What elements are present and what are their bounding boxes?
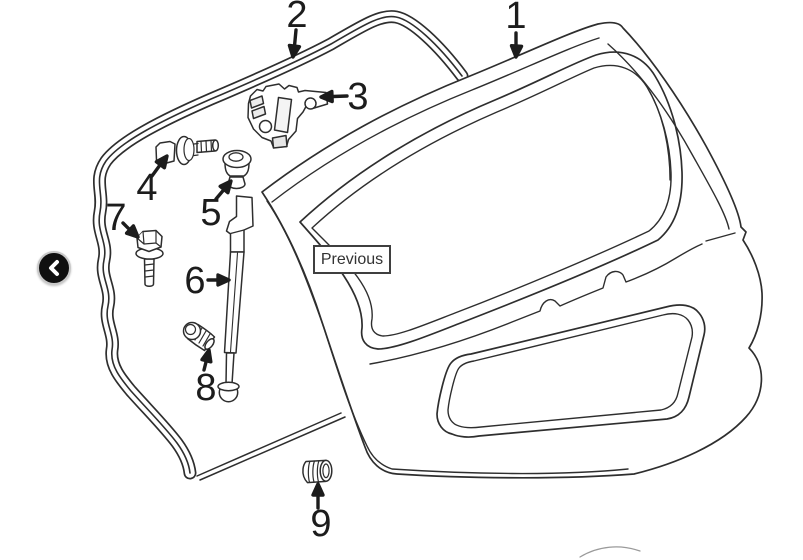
liftgate-panel-drawing (261, 21, 763, 558)
callout-arrows (121, 28, 524, 510)
callout-arrow-6 (206, 273, 231, 287)
callout-label-2: 2 (286, 0, 308, 36)
callout-arrow-8 (200, 348, 213, 372)
callout-label-6: 6 (184, 260, 206, 302)
previous-button[interactable]: Previous (313, 245, 391, 274)
callout-arrow-5 (214, 179, 233, 201)
callout-label-7: 7 (105, 197, 127, 239)
callout-label-3: 3 (347, 76, 369, 118)
part-9-grommet-drawing (302, 459, 333, 484)
callout-label-4: 4 (136, 167, 158, 209)
callout-arrow-7 (121, 221, 140, 239)
callout-label-9: 9 (310, 503, 332, 545)
part-7-bolt-drawing (135, 229, 164, 287)
callout-arrow-3 (319, 89, 349, 104)
callout-label-5: 5 (200, 192, 222, 234)
callout-label-1: 1 (505, 0, 527, 37)
license-recess-drawing (436, 304, 706, 438)
callout-label-8: 8 (195, 367, 217, 409)
part-6-stay-strut-drawing (217, 195, 254, 403)
part-3-bracket-drawing (247, 83, 329, 149)
part-8-screw-drawing (182, 321, 216, 352)
window-aperture-drawing (299, 51, 683, 350)
weatherstrip-seal-drawing (92, 10, 469, 480)
chevron-left-icon (49, 260, 59, 276)
callout-arrow-9 (311, 482, 325, 510)
body-sill-lines (196, 412, 346, 481)
callout-arrow-1 (509, 31, 524, 59)
callout-arrow-4 (150, 154, 169, 178)
carousel-previous-button[interactable] (37, 251, 71, 285)
callout-arrow-2 (287, 28, 302, 59)
